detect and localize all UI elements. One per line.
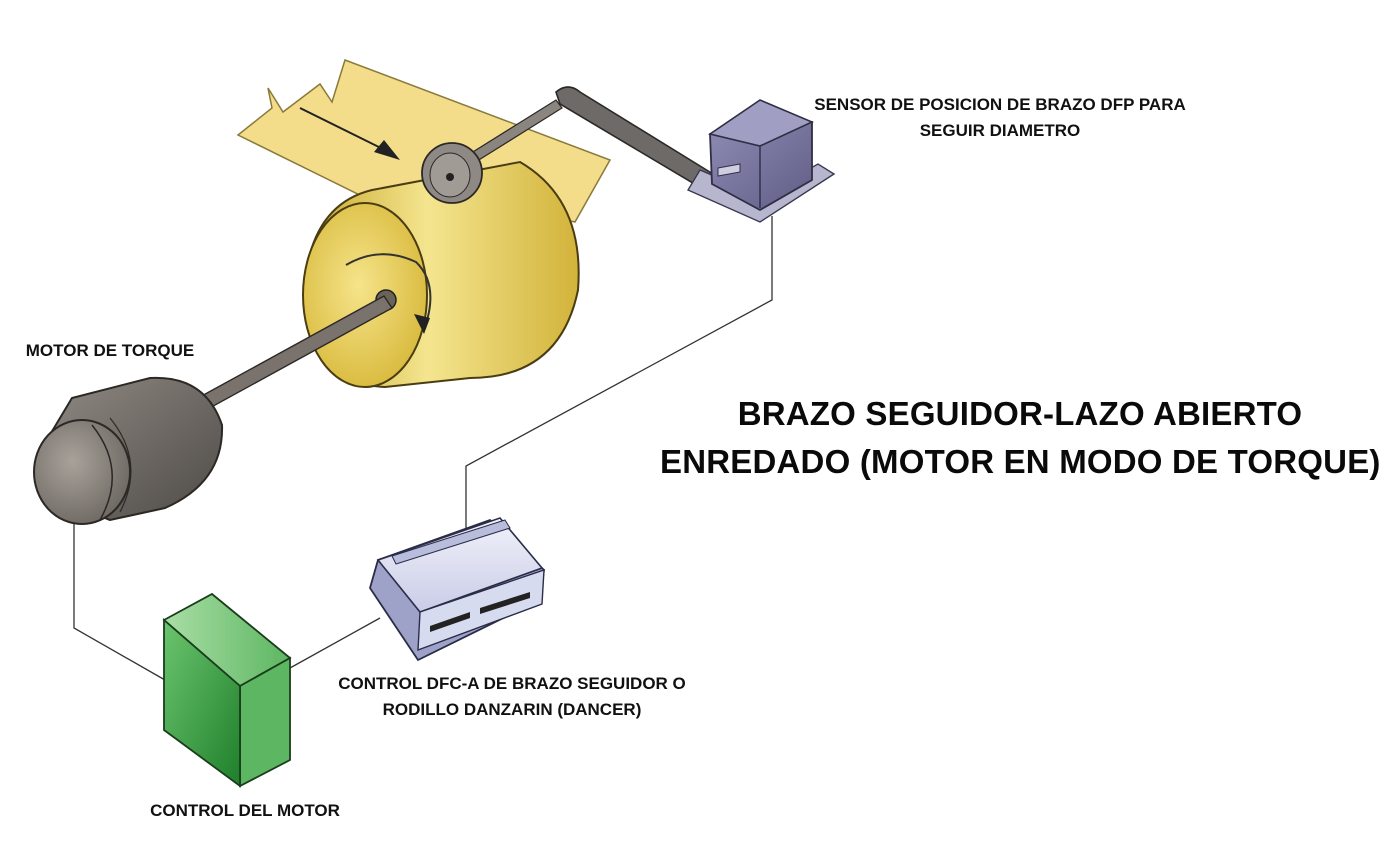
motor-control-label-text: CONTROL DEL MOTOR bbox=[150, 801, 340, 820]
diagram-title: BRAZO SEGUIDOR-LAZO ABIERTO ENREDADO (MO… bbox=[660, 390, 1380, 486]
dfc-controller-icon bbox=[369, 517, 545, 662]
diagram-title-line2: ENREDADO (MOTOR EN MODO DE TORQUE) bbox=[660, 443, 1381, 480]
sensor-label: SENSOR DE POSICION DE BRAZO DFP PARA SEG… bbox=[780, 92, 1220, 144]
motor-torque-label-text: MOTOR DE TORQUE bbox=[25, 341, 195, 360]
motor-torque-label: MOTOR DE TORQUE bbox=[10, 338, 210, 364]
dancer-arm-icon bbox=[421, 86, 729, 204]
wiring bbox=[73, 216, 773, 681]
sensor-label-line2: SEGUIR DIAMETRO bbox=[919, 121, 1081, 140]
dfc-control-label: CONTROL DFC-A DE BRAZO SEGUIDOR O RODILL… bbox=[322, 671, 702, 723]
wire-dfc-to-sensor bbox=[465, 216, 773, 528]
wire-motor-to-control bbox=[73, 520, 166, 681]
position-sensor-icon bbox=[686, 99, 836, 223]
sensor-label-line1: SENSOR DE POSICION DE BRAZO DFP PARA bbox=[814, 95, 1186, 114]
wire-control-to-dfc bbox=[289, 617, 381, 669]
diagram-title-line1: BRAZO SEGUIDOR-LAZO ABIERTO bbox=[737, 395, 1303, 432]
torque-motor-icon bbox=[33, 376, 224, 525]
dfc-control-label-line2: RODILLO DANZARIN (DANCER) bbox=[382, 700, 642, 719]
motor-control-label: CONTROL DEL MOTOR bbox=[120, 798, 370, 824]
motor-controller-icon bbox=[162, 592, 292, 788]
dfc-control-label-line1: CONTROL DFC-A DE BRAZO SEGUIDOR O bbox=[338, 674, 686, 693]
winding-roll-icon bbox=[302, 160, 580, 389]
